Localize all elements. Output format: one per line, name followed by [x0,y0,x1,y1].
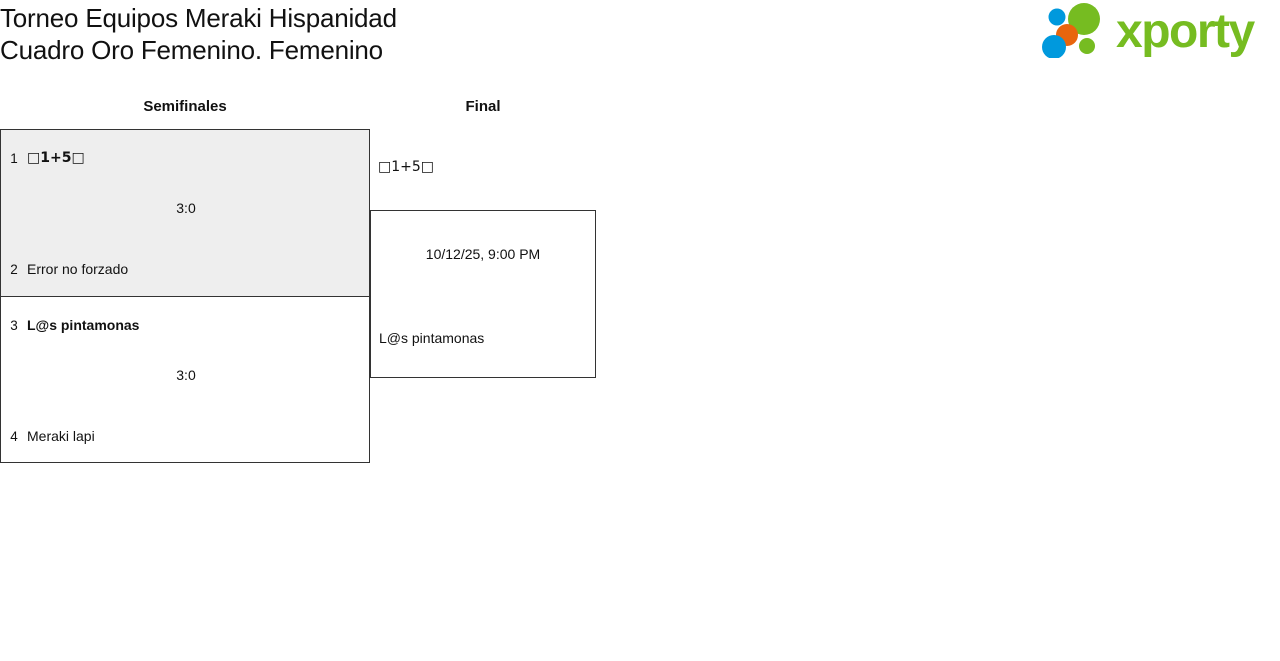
team-name: Meraki lapi [27,428,95,444]
match-team-row[interactable]: 4 Meraki lapi [1,422,369,450]
match-team-row[interactable]: 2 Error no forzado [1,255,369,283]
match-team-row[interactable]: 1 □1+5□ [1,144,369,172]
match-datetime: 10/12/25, 9:00 PM [425,246,541,262]
xporty-logo[interactable]: xporty [1040,2,1272,64]
team-name: □1+5□ [27,150,85,166]
match-final[interactable]: 10/12/25, 9:00 PM L@s pintamonas [370,210,596,378]
match-semifinal-2[interactable]: 3 L@s pintamonas 3:0 4 Meraki lapi [1,296,369,462]
team-seed: 2 [10,261,18,277]
tournament-name: Torneo Equipos Meraki Hispanidad [0,3,397,33]
round-header-final: Final [465,98,501,115]
match-team-row[interactable]: 3 L@s pintamonas [1,311,369,339]
team-seed: 4 [10,428,18,444]
logo-wordmark: xporty [1116,5,1255,58]
match-semifinal-1[interactable]: 1 □1+5□ 3:0 2 Error no forzado [1,130,369,296]
page-title: Torneo Equipos Meraki Hispanidad Cuadro … [0,2,397,66]
team-seed: 3 [10,317,18,333]
semifinals-column: 1 □1+5□ 3:0 2 Error no forzado 3 L@s pin… [0,129,370,463]
match-score: 3:0 [176,367,196,383]
final-advanced-team: □1+5□ [378,159,434,175]
tournament-category: Cuadro Oro Femenino. Femenino [0,35,383,65]
team-name: L@s pintamonas [379,330,485,346]
team-name: Error no forzado [27,261,129,277]
team-name: L@s pintamonas [27,317,140,333]
page-header: Torneo Equipos Meraki Hispanidad Cuadro … [0,0,1280,78]
round-header-semifinales: Semifinales [143,98,227,115]
logo-dots-icon [1042,3,1100,58]
match-score: 3:0 [176,200,196,216]
team-seed: 1 [10,150,18,166]
final-column: □1+5□ 10/12/25, 9:00 PM L@s pintamonas [370,129,596,463]
